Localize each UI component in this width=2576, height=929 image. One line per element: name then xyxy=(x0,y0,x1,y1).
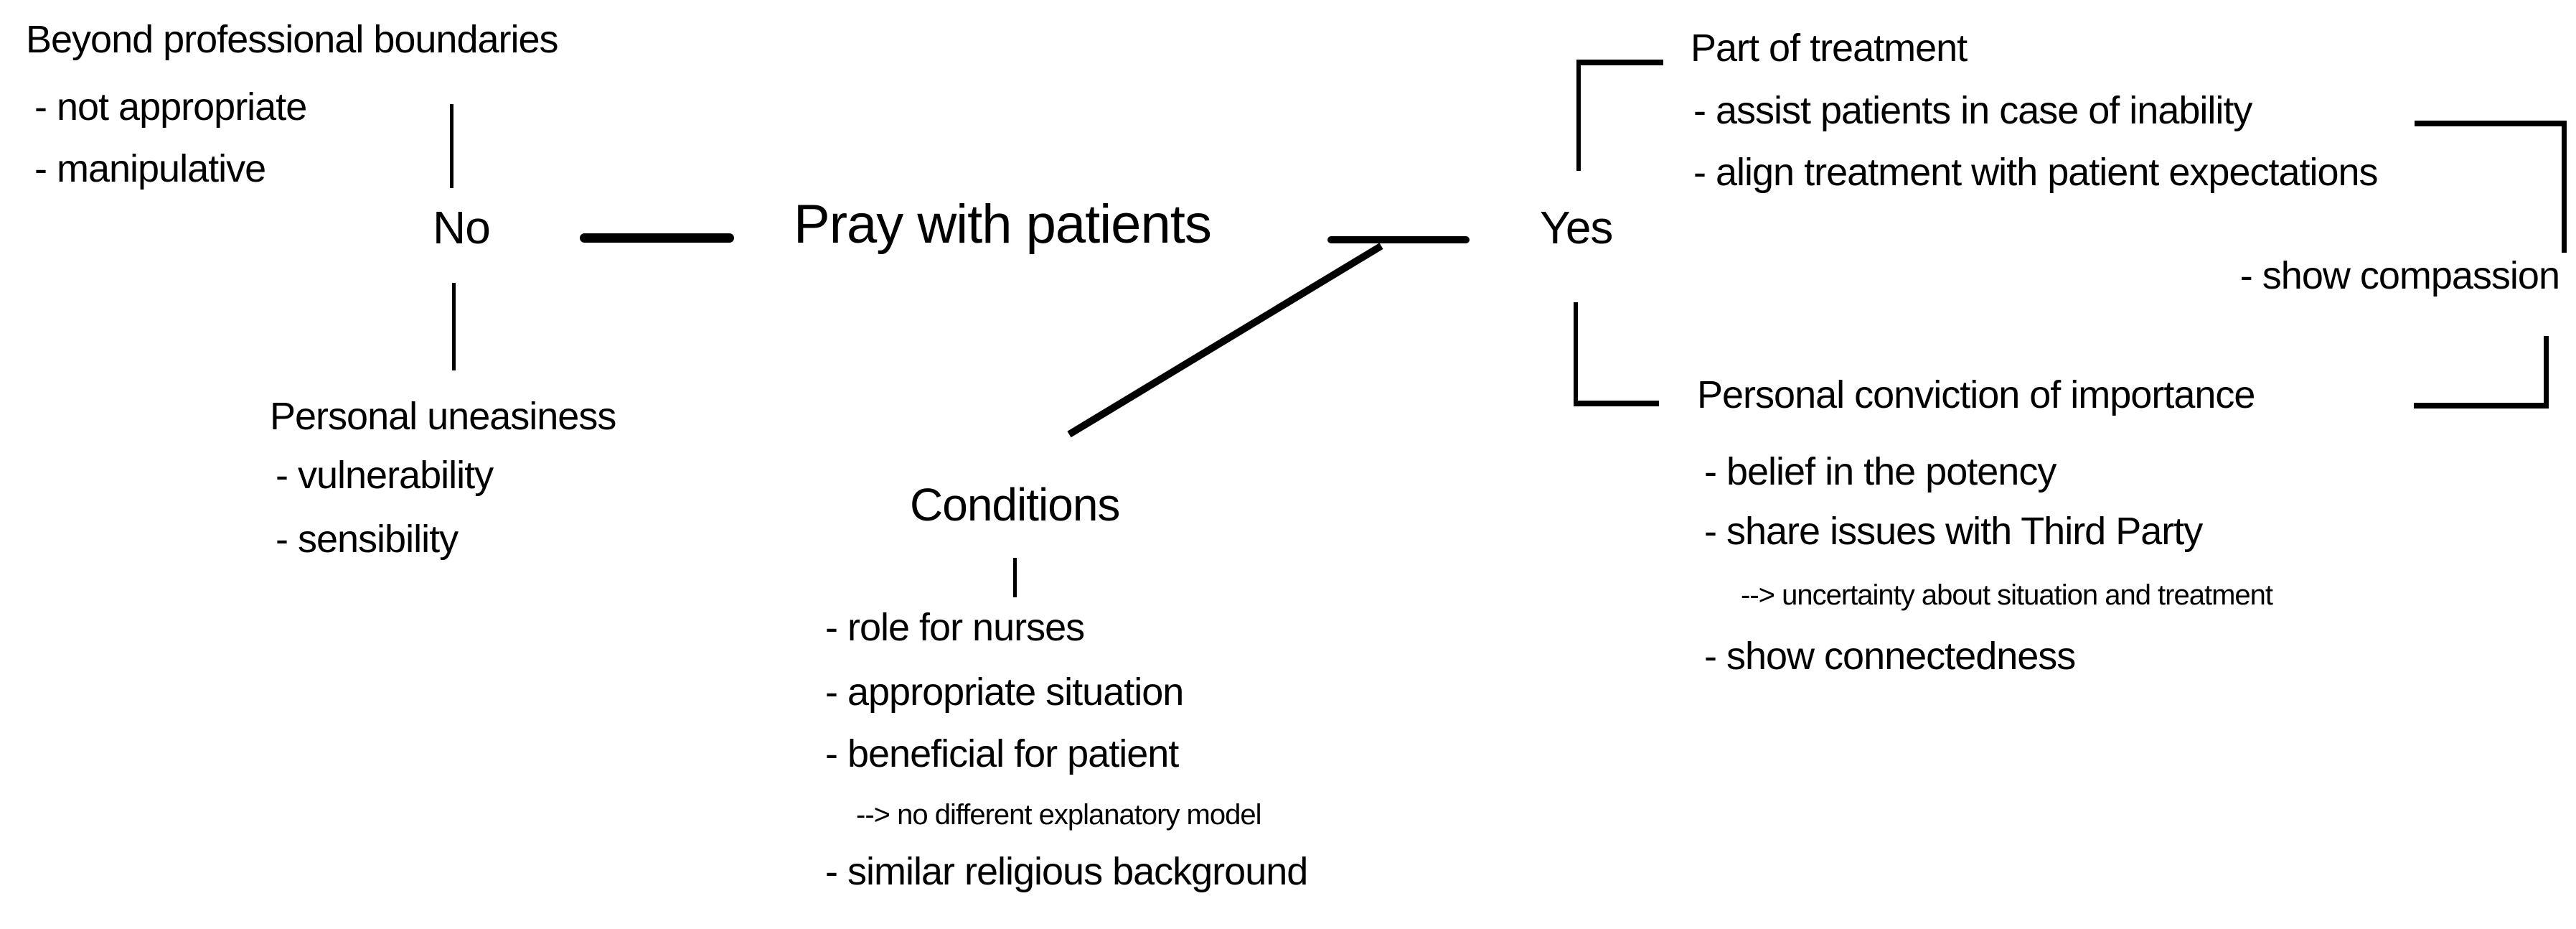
conditions-item: - role for nurses xyxy=(825,606,1085,649)
connector-conditions-list xyxy=(1013,558,1017,597)
conviction-node-title: Personal conviction of importance xyxy=(1697,373,2255,416)
treatment-linked-item-show-compassion: - show compassion xyxy=(2239,254,2560,297)
conviction-arrow-note: --> uncertainty about situation and trea… xyxy=(1741,579,2273,611)
conditions-item: - similar religious background xyxy=(825,850,1308,893)
uneasiness-node-title: Personal uneasiness xyxy=(270,395,616,438)
bracket-treatment-compassion-horizontal xyxy=(2415,121,2567,126)
conviction-node-item: - show connectedness xyxy=(1704,635,2076,678)
beyond-node-item: - manipulative xyxy=(34,147,266,190)
beyond-node-item: - not appropriate xyxy=(34,85,307,129)
conditions-item: - beneficial for patient xyxy=(825,732,1179,775)
yes-node-label: Yes xyxy=(1540,202,1613,253)
connector-beyond-no xyxy=(450,104,453,188)
conditions-arrow-note: --> no different explanatory model xyxy=(856,799,1261,831)
uneasiness-node-item: - vulnerability xyxy=(276,454,494,497)
connector-center-yes xyxy=(1327,236,1470,243)
treatment-node-title: Part of treatment xyxy=(1691,27,1968,70)
bracket-yes-treatment-horizontal xyxy=(1576,60,1663,65)
bracket-yes-treatment-vertical xyxy=(1576,60,1581,171)
treatment-node-item: - align treatment with patient expectati… xyxy=(1693,151,2379,194)
conviction-node-item: - share issues with Third Party xyxy=(1704,510,2203,553)
bracket-compassion-conviction-horizontal xyxy=(2414,403,2549,409)
bracket-compassion-conviction-vertical xyxy=(2544,336,2549,409)
no-node-label: No xyxy=(433,202,491,253)
conditions-item: - appropriate situation xyxy=(825,671,1184,714)
connector-no-uneasiness xyxy=(452,283,456,370)
connector-center-conditions xyxy=(1067,243,1383,438)
conviction-node-item: - belief in the potency xyxy=(1704,450,2056,493)
bracket-yes-conviction-horizontal xyxy=(1574,401,1659,406)
uneasiness-node-item: - sensibility xyxy=(276,518,459,561)
bracket-treatment-compassion-vertical xyxy=(2562,121,2567,253)
center-node-title: Pray with patients xyxy=(794,194,1212,255)
bracket-yes-conviction-vertical xyxy=(1574,302,1578,406)
treatment-node-item: - assist patients in case of inability xyxy=(1693,89,2252,132)
conditions-node-label: Conditions xyxy=(910,479,1120,531)
beyond-node-title: Beyond professional boundaries xyxy=(26,18,559,61)
connector-no-center xyxy=(580,233,734,243)
